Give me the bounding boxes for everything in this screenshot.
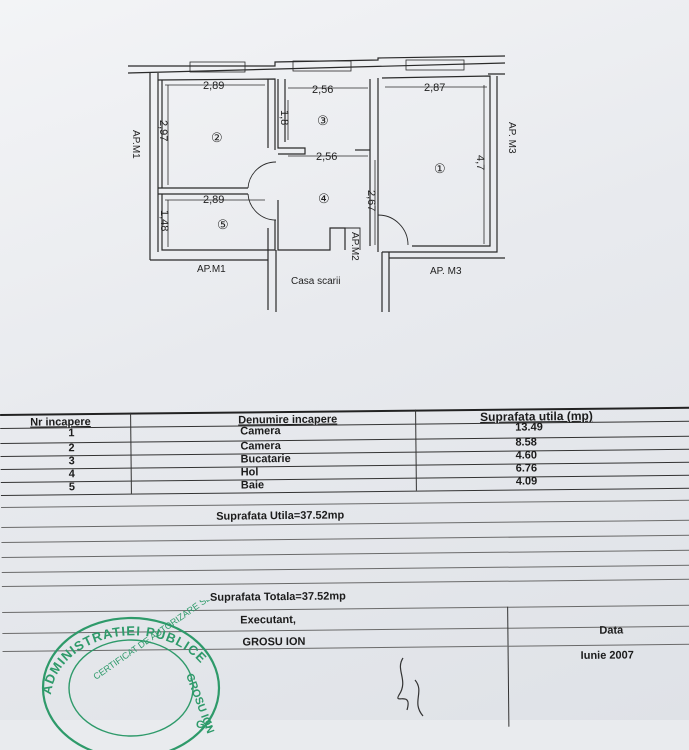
executant-name: GROSU ION <box>242 635 306 649</box>
room-number-3: ③ <box>317 113 329 128</box>
door-room2 <box>247 161 277 189</box>
label-casa-scarii: Casa scarii <box>291 276 340 287</box>
label-ap-m3-vertical: AP. M3 <box>506 122 517 154</box>
window-room2 <box>189 61 246 73</box>
dim-room2-width: 2,89 <box>203 80 224 92</box>
window-room3 <box>292 60 352 72</box>
dim-room1-height: 4,7 <box>474 155 486 170</box>
dim-room5-height: 1,48 <box>158 210 170 231</box>
room-5-outline <box>161 194 276 251</box>
data-label: Data <box>599 624 624 637</box>
label-ap-m2: AP.M2 <box>349 232 360 261</box>
stamp-suffix: GC <box>196 719 213 731</box>
room-number-1: ① <box>434 161 446 176</box>
room-number-2: ② <box>211 130 223 145</box>
executant-label: Executant, <box>240 613 296 627</box>
dim-room5-width: 2,89 <box>203 194 224 206</box>
door-ap-m2 <box>345 227 361 250</box>
door-room1 <box>377 214 409 246</box>
header-nr-incapere: Nr incapere <box>30 416 91 429</box>
suprafata-totala: Suprafata Totala=37.52mp <box>209 590 346 604</box>
suprafata-utila-total: Suprafata Utila=37.52mp <box>216 509 345 523</box>
room-3-outline <box>277 79 306 155</box>
data-value: Iunie 2007 <box>580 649 634 662</box>
window-room1 <box>405 59 465 71</box>
door-room5 <box>247 193 277 221</box>
label-ap-m1-bottom: AP.M1 <box>197 264 226 275</box>
label-ap-m1-vertical: AP.M1 <box>130 130 141 159</box>
dim-hol-width: 2,56 <box>316 151 337 163</box>
room-number-5: ⑤ <box>217 217 229 232</box>
dim-room1-width: 2,87 <box>424 82 445 94</box>
room-1-outline <box>381 75 491 247</box>
top-wall-inner <box>127 62 506 74</box>
hol-outline <box>277 200 346 251</box>
room-2-outline <box>157 78 276 150</box>
document-page <box>0 0 689 720</box>
dim-room2-height: 2,97 <box>157 120 169 141</box>
dim-room3-width: 2,56 <box>312 84 333 96</box>
signature <box>397 657 424 717</box>
room-number-4: ④ <box>318 191 330 206</box>
official-stamp: ADMINISTRATIEI PUBLICE CERTIFICAT DE AUT… <box>39 600 226 750</box>
label-ap-m3-bottom: AP. M3 <box>430 266 462 277</box>
dim-hol-height: 2,67 <box>365 190 377 211</box>
dim-room3-height: 1,8 <box>278 110 290 125</box>
floor-plan: 2,89 2,56 2,87 2,97 1,8 2,56 4,7 2,89 2,… <box>127 55 517 312</box>
